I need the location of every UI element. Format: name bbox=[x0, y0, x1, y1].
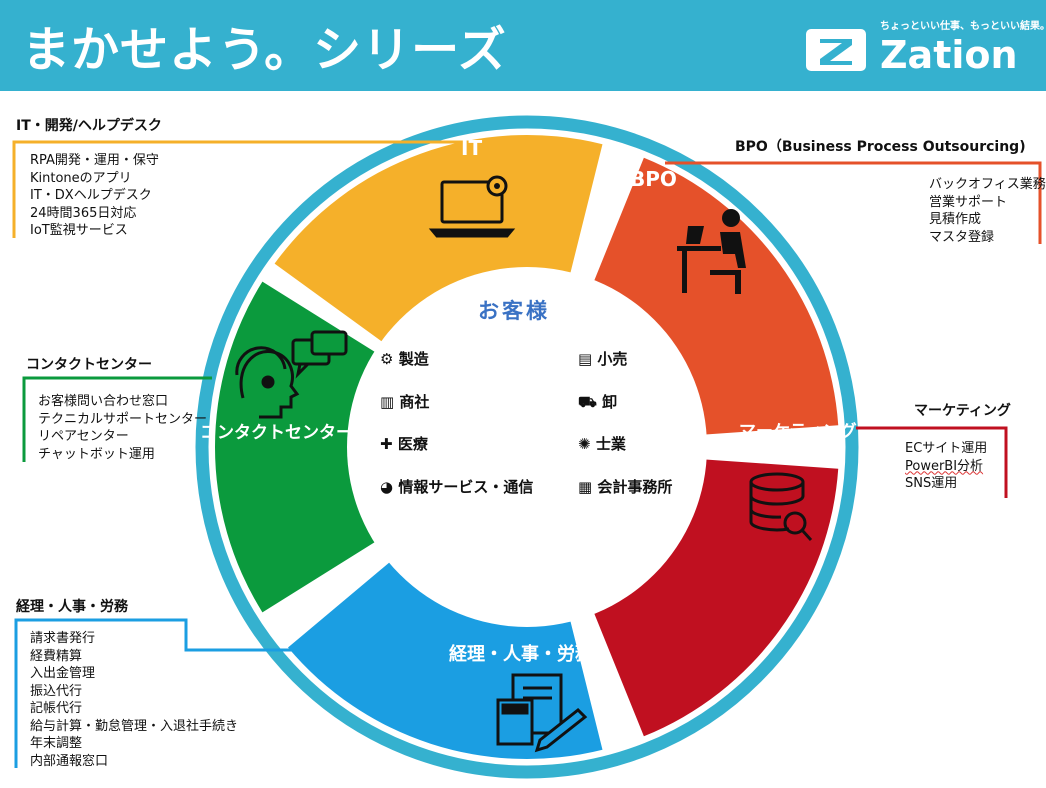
panel-list-it: RPA開発・運用・保守 Kintoneのアプリ IT・DXヘルプデスク 24時間… bbox=[30, 152, 159, 240]
segment-label-bpo: BPO bbox=[630, 167, 677, 191]
list-item: リペアセンター bbox=[38, 429, 129, 444]
industry-accounting-firm: ▦ 会計事務所 bbox=[578, 478, 673, 496]
list-item: チャットボット運用 bbox=[38, 446, 155, 462]
list-item: 振込代行 bbox=[30, 683, 83, 699]
outer-ring bbox=[195, 115, 859, 779]
industry-trading: ▥ 商社 bbox=[380, 393, 430, 411]
storefront-icon: ▤ bbox=[578, 350, 593, 368]
list-item: PowerBI分析 bbox=[905, 458, 984, 474]
page-title: まかせよう。シリーズ bbox=[22, 22, 507, 78]
list-item: IoT監視サービス bbox=[30, 223, 128, 238]
calculator-icon: ▦ bbox=[578, 478, 593, 496]
list-item: お客様問い合わせ窓口 bbox=[38, 394, 169, 409]
brand-tagline: ちょっといい仕事、もっといい結果。 bbox=[880, 21, 1046, 32]
panel-list-marketing: ECサイト運用 PowerBI分析 SNS運用 bbox=[905, 440, 987, 493]
list-item: テクニカルサポートセンター bbox=[38, 411, 208, 427]
list-item: 営業サポート bbox=[929, 194, 1008, 210]
list-item: Kintoneのアプリ bbox=[30, 170, 132, 186]
marketing-connector bbox=[856, 426, 1008, 498]
brand-name: Zation bbox=[880, 33, 1018, 77]
list-item: 年末調整 bbox=[30, 736, 83, 751]
list-item: SNS運用 bbox=[905, 476, 958, 491]
accounting-connector bbox=[14, 618, 420, 768]
calculator-document-icon bbox=[496, 673, 588, 753]
industry-it-telecom: ◕ 情報サービス・通信 bbox=[380, 478, 534, 496]
list-item: 給与計算・勤怠管理・入退社手続き bbox=[30, 718, 239, 734]
segment-contact bbox=[215, 281, 400, 613]
segment-it bbox=[274, 135, 603, 359]
list-item: RPA開発・運用・保守 bbox=[30, 153, 159, 168]
segment-label-accounting: 経理・人事・労務 bbox=[449, 644, 593, 665]
list-item: 入出金管理 bbox=[30, 666, 96, 681]
industry-professional: ✺ 士業 bbox=[578, 435, 626, 453]
list-item: 見積作成 bbox=[929, 212, 982, 227]
list-item: 請求書発行 bbox=[30, 631, 96, 646]
contact-connector bbox=[22, 376, 212, 462]
segment-label-it: IT bbox=[461, 136, 483, 160]
panel-title-contact: コンタクトセンター bbox=[26, 357, 152, 373]
list-item: ECサイト運用 bbox=[905, 441, 988, 456]
panel-list-contact: お客様問い合わせ窓口 テクニカルサポートセンター リペアセンター チャットボット… bbox=[38, 393, 207, 463]
panel-title-marketing: マーケティング bbox=[914, 403, 1011, 419]
segment-label-marketing: マーケティング bbox=[739, 422, 857, 442]
center-circle bbox=[347, 267, 707, 627]
it-connector bbox=[12, 140, 470, 238]
panel-list-accounting: 請求書発行 経費精算 入出金管理 振込代行 記帳代行 給与計算・勤怠管理・入退社… bbox=[30, 630, 238, 770]
database-search-icon bbox=[749, 472, 813, 542]
segment-label-contact: コンタクトセンター bbox=[200, 423, 353, 443]
segment-marketing bbox=[583, 457, 839, 737]
industry-retail: ▤ 小売 bbox=[578, 350, 628, 368]
panel-title-it: IT・開発/ヘルプデスク bbox=[16, 118, 162, 134]
list-item: 24時間365日対応 bbox=[30, 205, 137, 221]
list-item: 記帳代行 bbox=[30, 701, 83, 716]
panel-title-bpo: BPO（Business Process Outsourcing) bbox=[735, 139, 1026, 155]
gears-icon: ⚙ bbox=[380, 350, 394, 368]
list-item: IT・DXヘルプデスク bbox=[30, 188, 152, 203]
zation-logo-icon bbox=[806, 29, 866, 71]
list-item: 内部通報窓口 bbox=[30, 753, 109, 769]
building-icon: ▥ bbox=[380, 393, 395, 411]
globe-icon: ◕ bbox=[380, 478, 394, 496]
industry-manufacturing: ⚙ 製造 bbox=[380, 350, 429, 368]
list-item: マスタ登録 bbox=[929, 229, 995, 245]
segment-bpo bbox=[583, 157, 839, 437]
laptop-gear-icon bbox=[428, 175, 516, 238]
industry-medical: ✚ 医療 bbox=[380, 435, 428, 453]
header-bar: まかせよう。シリーズ ちょっといい仕事、もっといい結果。 Zation bbox=[0, 0, 1046, 91]
panel-title-accounting: 経理・人事・労務 bbox=[16, 599, 128, 615]
bpo-connector bbox=[665, 161, 1042, 244]
industry-wholesale: ⛟ 卸 bbox=[578, 393, 618, 411]
customer-title: お客様 bbox=[478, 299, 550, 323]
list-item: バックオフィス業務 bbox=[929, 177, 1046, 192]
cart-icon: ⛟ bbox=[578, 393, 597, 411]
medical-hands-icon: ✚ bbox=[380, 435, 393, 453]
badge-icon: ✺ bbox=[578, 435, 591, 453]
desk-worker-icon bbox=[677, 209, 746, 294]
panel-list-bpo: バックオフィス業務 営業サポート 見積作成 マスタ登録 bbox=[929, 176, 1046, 246]
list-item: 経費精算 bbox=[30, 648, 83, 664]
headset-chat-icon bbox=[235, 330, 348, 419]
